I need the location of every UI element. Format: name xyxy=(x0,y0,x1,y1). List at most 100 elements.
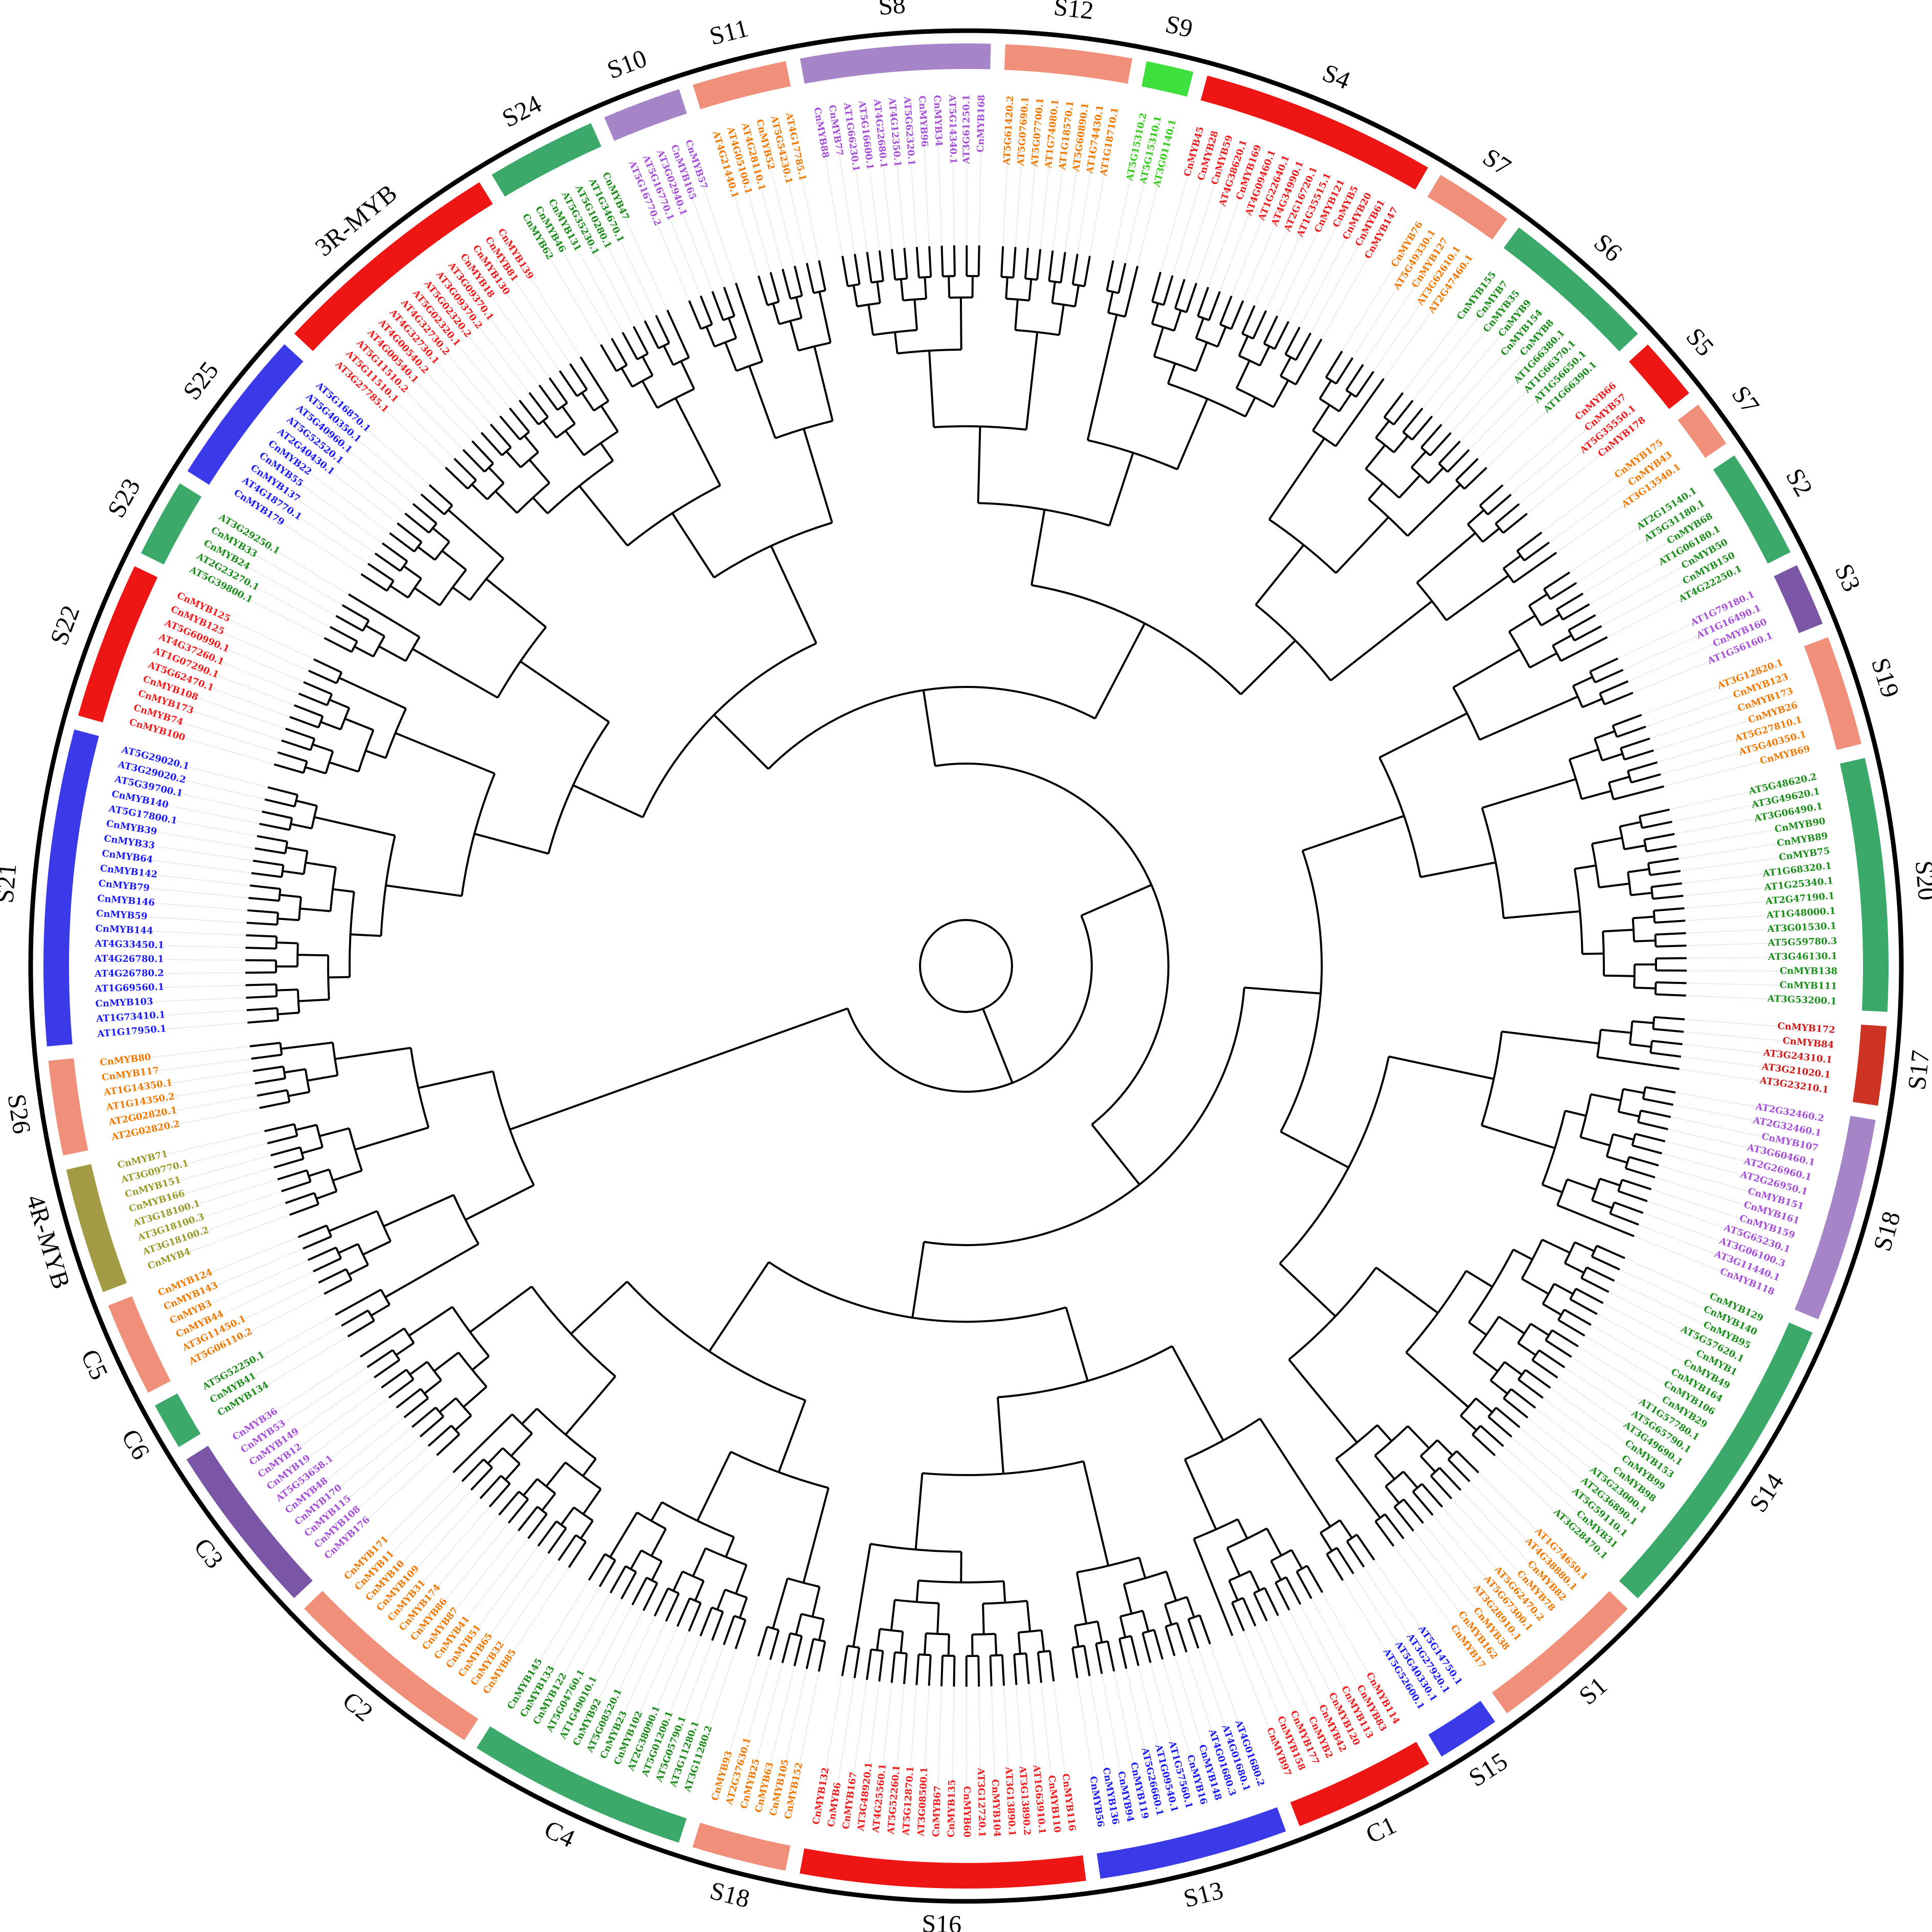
leaf-guide xyxy=(123,1143,268,1181)
tree-branch xyxy=(1652,894,1684,900)
tree-branch xyxy=(915,1580,919,1602)
tree-branch xyxy=(296,990,301,1013)
tree-branch xyxy=(654,1588,669,1617)
tree-branch xyxy=(641,380,658,408)
tree-branch xyxy=(1124,266,1139,317)
tree-branch xyxy=(527,1513,548,1539)
tree-branch xyxy=(1582,698,1603,708)
tree-branch xyxy=(490,423,512,448)
leaf-guide xyxy=(110,1095,258,1123)
leaf-guide xyxy=(279,1407,397,1499)
leaf-guide xyxy=(715,1656,759,1799)
leaf-guide xyxy=(1564,1367,1689,1451)
leaf-guide xyxy=(253,468,376,554)
tree-branch xyxy=(1288,1359,1358,1443)
tree-branch xyxy=(1083,1645,1091,1676)
tree-branch xyxy=(1036,249,1042,280)
tree-branch xyxy=(1530,1323,1550,1337)
tree-branch xyxy=(564,430,585,456)
leaf-guide xyxy=(1557,1377,1680,1463)
leaf-label: CnMYB96 xyxy=(916,96,930,147)
tree-branch xyxy=(1025,332,1039,430)
tree-branch xyxy=(1091,1123,1141,1185)
leaf-guide xyxy=(891,100,905,248)
tree-branch xyxy=(279,893,302,899)
leaf-label: AT3G61250.1 xyxy=(961,95,972,165)
tree-branch xyxy=(1014,299,1019,330)
leaf-label: CnMYB84 xyxy=(1782,1036,1834,1051)
tree-branch xyxy=(928,246,932,277)
tree-branch xyxy=(1639,808,1670,817)
tree-branch xyxy=(565,1461,602,1490)
tree-branch xyxy=(928,351,935,427)
tree-branch xyxy=(1463,467,1487,490)
leaf-guide xyxy=(1682,1044,1831,1061)
tree-branch xyxy=(806,1639,815,1669)
leaf-guide xyxy=(1321,210,1395,339)
clade-ring-segment xyxy=(1677,404,1727,458)
leaf-guide xyxy=(99,1022,248,1035)
leaf-labels: AT1G17950.1AT1G73410.1CnMYB103AT1G69560.… xyxy=(94,94,1837,1837)
tree-branch xyxy=(338,677,407,710)
tree-branch xyxy=(281,1041,333,1050)
leaf-guide xyxy=(415,292,510,408)
leaf-guide xyxy=(1027,100,1041,248)
tree-branch xyxy=(1570,1298,1598,1315)
tree-branch xyxy=(1083,256,1091,287)
leaf-guide xyxy=(831,1677,855,1825)
leaf-guide xyxy=(1665,1141,1810,1178)
leaf-guide xyxy=(659,152,713,292)
tree-branch xyxy=(1393,435,1409,453)
tree-branch xyxy=(1455,479,1465,490)
leaf-guide xyxy=(173,609,309,671)
tree-branch xyxy=(1076,1572,1088,1624)
leaf-label: CnMYB146 xyxy=(97,893,155,908)
tree-branch xyxy=(662,345,674,365)
tree-branch xyxy=(285,727,315,740)
tree-branch xyxy=(1564,1262,1585,1274)
tree-branch xyxy=(1643,1097,1673,1106)
tree-branch xyxy=(412,503,438,524)
tree-branch xyxy=(371,1303,390,1317)
tree-branch xyxy=(1383,392,1404,418)
leaf-label: CnMYB138 xyxy=(1780,965,1837,977)
tree-branch xyxy=(655,315,671,344)
leaf-guide xyxy=(1089,109,1116,257)
tree-branch xyxy=(1244,986,1321,995)
tree-branch xyxy=(1632,1020,1654,1024)
tree-branch xyxy=(499,415,521,441)
clade-ring-segment xyxy=(1804,637,1861,750)
tree-branch xyxy=(426,1361,442,1381)
tree-branch xyxy=(900,1631,904,1653)
tree-branch xyxy=(1621,1179,1652,1190)
leaf-label: CnMYB111 xyxy=(1779,980,1837,992)
tree-branch xyxy=(578,485,629,546)
tree-branch xyxy=(1542,1283,1555,1305)
tree-branch xyxy=(1141,1632,1152,1663)
tree-branch xyxy=(1599,680,1629,695)
tree-branch xyxy=(355,1126,429,1151)
tree-branch xyxy=(273,763,304,774)
tree-branch xyxy=(284,1068,306,1074)
leaf-guide xyxy=(1162,1659,1204,1803)
leaf-guide xyxy=(104,1058,251,1078)
tree-branch xyxy=(296,943,299,967)
leaf-guide xyxy=(1125,118,1159,264)
tree-branch xyxy=(471,1355,490,1371)
tree-branch xyxy=(1479,484,1504,507)
tree-branch xyxy=(556,1520,567,1529)
tree-branch xyxy=(1356,1534,1375,1561)
tree-branch xyxy=(1543,588,1552,600)
clade-ring-segment xyxy=(1503,227,1638,352)
leaf-guide xyxy=(1363,240,1445,365)
tree-branch xyxy=(1274,1582,1291,1611)
clade-label: S17 xyxy=(1902,1049,1932,1091)
tree-branch xyxy=(255,1077,286,1085)
tree-branch xyxy=(1263,315,1278,344)
tree-branch xyxy=(520,660,610,723)
leaf-guide xyxy=(563,1604,633,1737)
tree-branch xyxy=(1646,845,1677,853)
tree-branch xyxy=(1151,271,1162,302)
tree-branch xyxy=(479,1475,502,1500)
tree-branch xyxy=(1272,379,1290,408)
